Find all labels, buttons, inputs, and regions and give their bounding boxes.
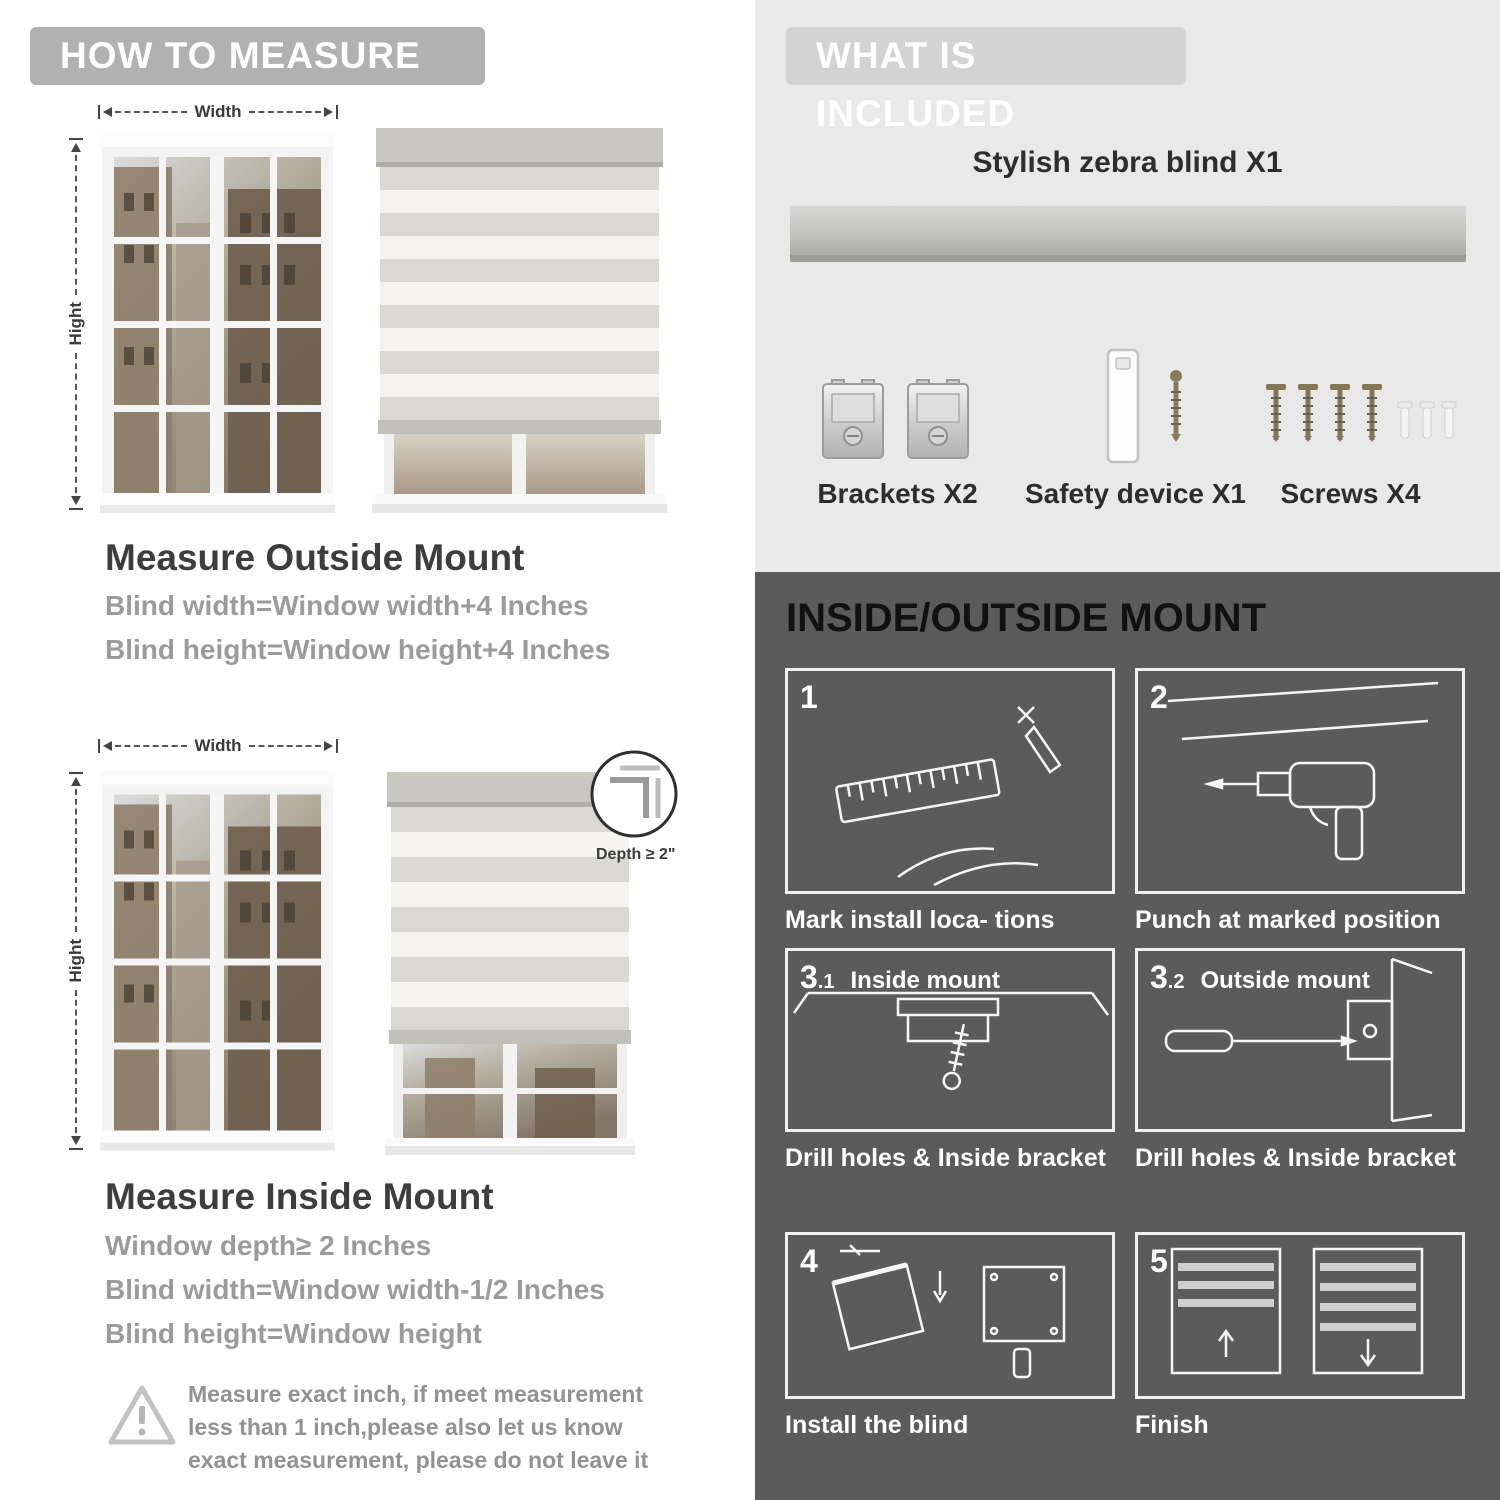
mark-locations-illustration [835,706,1062,887]
step-5-number: 5 [1150,1243,1168,1279]
step-3-2: 3 .2 Outside mount Drill holes & Inside … [1135,948,1465,1173]
width-arrow-inside: Width [98,736,338,756]
step-5-panel: 5 [1135,1232,1465,1399]
finish-illustration [1170,1247,1424,1375]
mount-instructions-panel [755,572,1500,1500]
step-3-1-title: Inside mount [850,967,1000,994]
step-3-1-panel: 3 .1 Inside mount [785,948,1115,1132]
install-blind-illustration [831,1244,1066,1379]
step-2-number: 2 [1150,679,1168,715]
measure-note: Measure exact inch, if meet measurement … [188,1381,649,1473]
step-2-panel: 2 [1135,668,1465,894]
bracket-icon-2 [907,379,969,459]
bracket-icon-1 [822,379,884,459]
safety-device-label: Safety device X1 [1024,478,1247,509]
step-3-2-title: Outside mount [1200,967,1370,994]
height-arrow-inside: Hight [66,772,86,1150]
inside-bracket-illustration [792,991,1110,1091]
step-1-number: 1 [800,679,818,715]
outside-bracket-illustration [1164,957,1433,1123]
outside-mount-heading: Measure Outside Mount [105,537,525,578]
zebra-blind-headrail-illustration [790,206,1466,262]
mount-heading: INSIDE/OUTSIDE MOUNT [786,596,1267,640]
window-illustration-inside [100,770,335,1151]
height-label-outside: Hight [66,302,85,346]
outside-rule-height: Blind height=Window height+4 Inches [105,634,611,665]
drill-illustration [1167,681,1439,861]
width-arrow-outside: Width [98,102,338,122]
zebra-blind-title: Stylish zebra blind X1 [972,146,1283,179]
step-2: 2 Punch at marked position [1135,668,1465,935]
step-3-2-caption: Drill holes & Inside bracket [1135,1144,1456,1172]
step-3-2-panel: 3 .2 Outside mount [1135,948,1465,1132]
step-3-2-number: 3 [1150,959,1168,995]
inside-rule-depth: Window depth≥ 2 Inches [105,1230,432,1261]
step-4-number: 4 [800,1243,818,1279]
what-is-included-panel [755,0,1500,572]
outside-rule-width: Blind width=Window width+4 Inches [105,590,589,621]
step-2-caption: Punch at marked position [1135,906,1441,934]
step-1: 1 Mark install loca- tions [785,668,1115,935]
inside-rule-width: Blind width=Window width-1/2 Inches [105,1274,605,1305]
safety-device-icon [1106,348,1182,464]
height-label-inside: Hight [66,939,85,983]
depth-label: Depth ≥ 2" [596,846,676,863]
height-arrow-outside: Hight [66,138,86,510]
step-4-panel: 4 [785,1232,1115,1399]
step-5: 5 Finish [1135,1232,1465,1440]
step-4: 4 Install [785,1232,1115,1440]
step-4-caption: Install the blind [785,1411,969,1439]
window-illustration-outside [100,133,335,513]
inside-rule-height: Blind height=Window height [105,1318,482,1349]
brackets-label: Brackets X2 [817,478,978,509]
step-3-1-caption: Drill holes & Inside bracket [785,1144,1106,1172]
depth-callout-magnifier [590,750,678,838]
zebra-blind-illustration-outside [372,128,667,513]
width-label-inside: Width [194,736,242,755]
screws-label: Screws X4 [1280,478,1421,509]
step-3-1-number: 3 [800,959,818,995]
step-1-panel: 1 [785,668,1115,894]
inside-mount-heading: Measure Inside Mount [105,1176,494,1217]
warning-icon [108,1385,176,1445]
screws-icon [1266,384,1457,442]
step-5-caption: Finish [1135,1411,1209,1439]
what-is-included-banner: WHAT IS INCLUDED [786,27,1186,134]
width-label-outside: Width [194,102,242,121]
step-1-caption: Mark install loca- tions [785,906,1055,934]
step-3-1: 3 .1 Inside mount Drill holes & [785,948,1115,1173]
how-to-measure-banner: HOW TO MEASURE [30,27,485,85]
